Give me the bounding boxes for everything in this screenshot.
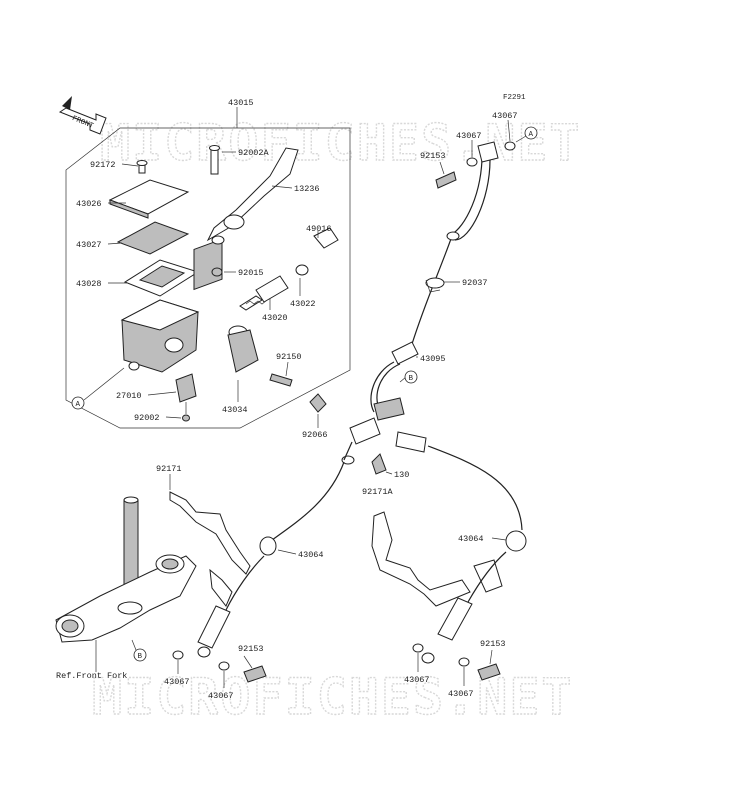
label-43067-top: 43067 (456, 131, 482, 141)
bracket-right (371, 511, 503, 607)
front-arrow-icon: FRONT (58, 96, 107, 135)
label-43020: 43020 (262, 313, 288, 323)
svg-text:B: B (138, 653, 143, 661)
label-92002: 92002 (134, 413, 160, 423)
upper-brake-hose (411, 141, 499, 345)
diaphragm (123, 259, 200, 297)
master-cylinder-body (120, 238, 259, 373)
label-92037: 92037 (462, 278, 488, 288)
washer-bl-2 (218, 661, 230, 671)
banjo-bolt-right (477, 663, 501, 681)
watermark-top: MICROFICHES.NET (100, 114, 582, 172)
washer-top-2 (504, 141, 516, 151)
clamp-92037 (425, 277, 445, 293)
front-fork-stem (55, 496, 197, 643)
reservoir-cap (108, 179, 190, 219)
label-43067-br1: 43067 (404, 675, 430, 685)
label-92153-right: 92153 (480, 639, 506, 649)
svg-text:B: B (409, 375, 414, 383)
piston-set (239, 264, 309, 311)
label-92066: 92066 (302, 430, 328, 440)
label-92171A: 92171A (362, 487, 394, 497)
label-92172: 92172 (90, 160, 116, 170)
label-43064-left: 43064 (298, 550, 324, 560)
screw-92172 (136, 160, 148, 174)
callout-a-right: A (524, 126, 538, 140)
washer-br-2 (458, 657, 470, 667)
watermark-bottom: MICROFICHES.NET (92, 668, 574, 726)
callout-b-bottom: B (133, 648, 147, 662)
banjo-bolt-top (435, 171, 457, 189)
label-43067-br2: 43067 (448, 689, 474, 699)
brake-lever (206, 147, 299, 245)
brake-switch (175, 373, 197, 422)
label-13236: 13236 (294, 184, 320, 194)
label-43067-bl1: 43067 (164, 677, 190, 687)
label-43064-right: 43064 (458, 534, 484, 544)
bracket-left (169, 491, 251, 607)
pivot-bolt (209, 145, 220, 175)
label-43034: 43034 (222, 405, 248, 415)
three-way-joint (341, 341, 427, 465)
label-43015: 43015 (228, 98, 254, 108)
callout-a-left: A (71, 396, 85, 410)
label-92171: 92171 (156, 464, 182, 474)
banjo-bolt-left (243, 665, 267, 683)
cap-92066 (309, 393, 327, 413)
label-92015: 92015 (238, 268, 264, 278)
label-92002A: 92002A (238, 148, 270, 158)
right-brake-hose (421, 445, 527, 664)
nut-92015 (211, 267, 223, 277)
bolt-130 (371, 453, 387, 475)
label-43067-top2: 43067 (492, 111, 518, 121)
figure-code: F2291 (503, 94, 526, 102)
ref-front-fork: Ref.Front Fork (56, 671, 127, 681)
washer-top-1 (466, 157, 478, 167)
label-49016: 49016 (306, 224, 332, 234)
svg-text:A: A (529, 131, 534, 139)
washer-bl-1 (172, 650, 184, 660)
label-27010: 27010 (116, 391, 142, 401)
label-130: 130 (394, 470, 409, 480)
label-43095: 43095 (420, 354, 446, 364)
label-43027: 43027 (76, 240, 102, 250)
label-43022: 43022 (290, 299, 316, 309)
label-43028: 43028 (76, 279, 102, 289)
svg-text:A: A (76, 401, 81, 409)
diaphragm-plate (116, 221, 190, 255)
callout-b-top: B (404, 370, 418, 384)
dust-boot (313, 227, 339, 249)
label-43026: 43026 (76, 199, 102, 209)
label-92153-top: 92153 (420, 151, 446, 161)
left-brake-hose (197, 461, 345, 658)
label-92153-left: 92153 (238, 644, 264, 654)
bolt-92150 (269, 373, 293, 387)
washer-br-1 (412, 643, 424, 653)
label-43067-bl2: 43067 (208, 691, 234, 701)
label-92150: 92150 (276, 352, 302, 362)
